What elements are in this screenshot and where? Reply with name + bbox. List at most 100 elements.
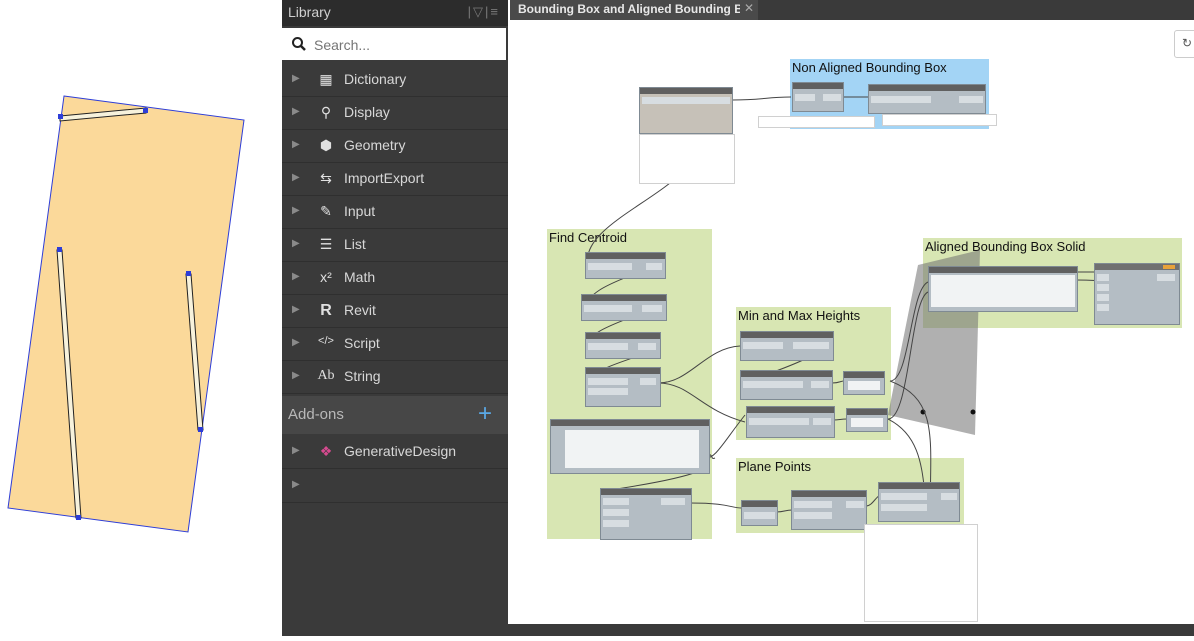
node-port[interactable] [743,381,803,388]
node-port[interactable] [749,418,809,425]
node-port[interactable] [642,97,730,104]
node-port[interactable] [584,305,632,312]
node-port[interactable] [871,96,931,103]
grip-2[interactable] [143,108,148,113]
node-port[interactable] [941,493,957,500]
node-vertex-pointgeometry[interactable] [585,332,661,359]
node-boundingbox-maxpoint[interactable] [740,370,833,400]
node-port[interactable] [603,498,629,505]
expand-arrow-icon[interactable]: ▶ [292,337,300,348]
library-item-math[interactable]: ▶ x² Math [282,262,508,295]
grip-1[interactable] [58,114,63,119]
library-item-script[interactable]: ▶ </> Script [282,328,508,361]
node-port[interactable] [743,342,783,349]
expand-arrow-icon[interactable]: ▶ [292,73,300,84]
node-port[interactable] [1097,284,1109,291]
node-port[interactable] [603,509,629,516]
code-editor[interactable] [565,430,699,468]
library-item-generativedesign[interactable]: ▶ ❖ GenerativeDesign [282,436,508,469]
node-boundingbox-bymodel[interactable] [792,82,844,112]
node-boundingbox-tocuboid[interactable] [868,84,986,114]
library-item-list[interactable]: ▶ ☰ List [282,229,508,262]
library-filter-icon[interactable]: |▽|≡ [467,4,500,19]
expand-arrow-icon[interactable]: ▶ [292,238,300,249]
add-package-icon[interactable]: + [477,400,492,427]
expand-arrow-icon[interactable]: ▶ [292,479,300,490]
expand-arrow-icon[interactable]: ▶ [292,139,300,150]
node-python-script[interactable] [1094,263,1180,325]
node-port[interactable] [588,263,632,270]
node-port[interactable] [588,388,628,395]
node-port[interactable] [603,520,629,527]
search-input[interactable] [312,32,506,58]
node-vector-zaxis[interactable] [741,500,778,526]
tab-graph[interactable]: Bounding Box and Aligned Bounding Box ✕ [510,0,758,20]
library-item-string[interactable]: ▶ Ab String [282,361,508,394]
node-code-block-max-z[interactable] [843,371,885,395]
node-code-block-aligned-inputs[interactable] [928,266,1078,312]
node-port[interactable] [823,94,841,101]
grip-4[interactable] [186,271,191,276]
node-port[interactable] [795,94,815,101]
node-port[interactable] [588,378,628,385]
node-boundingbox-minpoint[interactable] [746,406,835,438]
node-port[interactable] [646,263,662,270]
node-point-byxyz[interactable] [600,488,692,540]
library-item-input[interactable]: ▶ ✎ Input [282,196,508,229]
node-port[interactable] [813,418,831,425]
node-port[interactable] [1157,274,1175,281]
node-geometry-boundingbox[interactable] [740,331,834,361]
library-item-revit[interactable]: ▶ R Revit [282,295,508,328]
node-port[interactable] [794,512,832,519]
node-port[interactable] [959,96,983,103]
expand-arrow-icon[interactable]: ▶ [292,205,300,216]
node-header [929,267,1077,273]
library-item-geometry[interactable]: ▶ ⬢ Geometry [282,130,508,163]
library-search[interactable] [282,28,506,60]
node-port[interactable] [794,501,832,508]
code-editor[interactable] [931,275,1075,307]
code-editor[interactable] [851,418,883,427]
node-port[interactable] [846,501,864,508]
node-port[interactable] [811,381,829,388]
node-port[interactable] [661,498,685,505]
node-select-model-elements[interactable] [639,87,733,134]
expand-arrow-icon[interactable]: ▶ [292,106,300,117]
node-port[interactable] [640,378,656,385]
library-item-display[interactable]: ▶ ⚲ Display [282,97,508,130]
node-port[interactable] [642,305,662,312]
graph-canvas[interactable]: ↻ Non Aligned Bounding Box Find Centroid… [510,20,1194,624]
library-item-importexport[interactable]: ▶ ⇆ ImportExport [282,163,508,196]
grip-6[interactable] [76,515,81,520]
revit-3d-view[interactable] [0,0,282,636]
node-port[interactable] [638,343,656,350]
node-element-solids[interactable] [585,252,666,279]
grip-5[interactable] [198,427,203,432]
library-item-dictionary[interactable]: ▶ ▦ Dictionary [282,64,508,97]
node-plane-byoriginnormal[interactable] [791,490,867,530]
node-port[interactable] [793,342,829,349]
library-item-empty[interactable]: ▶ [282,470,508,503]
node-port[interactable] [881,504,927,511]
node-header [586,333,660,339]
node-port[interactable] [588,343,628,350]
node-port[interactable] [881,493,927,500]
expand-arrow-icon[interactable]: ▶ [292,445,300,456]
expand-arrow-icon[interactable]: ▶ [292,172,300,183]
grip-3[interactable] [57,247,62,252]
node-code-block-average-point[interactable] [550,419,710,474]
node-code-block-min-z[interactable] [846,408,888,432]
node-port[interactable] [1097,274,1109,281]
expand-arrow-icon[interactable]: ▶ [292,304,300,315]
node-list-flatten[interactable] [585,367,661,407]
code-editor[interactable] [848,381,880,390]
zoom-fit-button[interactable]: ↻ [1174,30,1194,58]
node-geometry-intersect[interactable] [878,482,960,522]
close-icon[interactable]: ✕ [744,1,755,15]
expand-arrow-icon[interactable]: ▶ [292,271,300,282]
expand-arrow-icon[interactable]: ▶ [292,370,300,381]
node-port[interactable] [1097,304,1109,311]
node-topology-vertices[interactable] [581,294,667,321]
node-port[interactable] [1097,294,1109,301]
node-port[interactable] [744,512,775,519]
